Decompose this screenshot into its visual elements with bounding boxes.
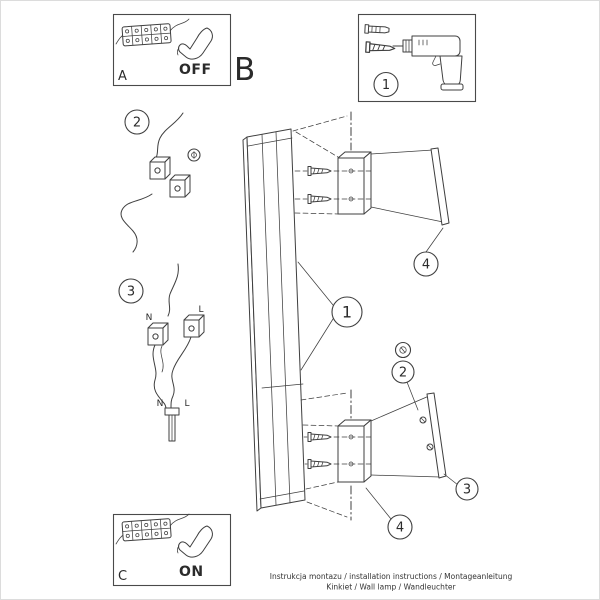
callout-bracket-bottom-number: 4 [396, 521, 404, 536]
section-b-label: B [234, 52, 255, 88]
hand-icon [176, 27, 213, 60]
leader-line [300, 318, 334, 371]
lamp-assembly: 1 4 2 3 4 [242, 111, 479, 540]
leader-line [365, 487, 392, 520]
callout-circle-step2 [124, 109, 150, 135]
wire-label-n-lower: N [157, 399, 164, 409]
hand-icon [176, 525, 213, 558]
wire [170, 336, 192, 409]
panel-c-frame [112, 513, 232, 587]
cable [120, 193, 153, 253]
leader-line [297, 261, 334, 306]
panel-c-switch-label: ON [179, 564, 204, 580]
callout-circle-step3 [118, 278, 144, 304]
lamp-body [242, 128, 306, 512]
callout-circle-lamp [331, 296, 363, 328]
callout-circle-plate [455, 477, 479, 501]
callout-screws-number: 2 [399, 366, 407, 381]
cable [167, 263, 179, 317]
leader-line [443, 473, 459, 486]
power-cord [169, 513, 190, 527]
mounting-screw [307, 459, 332, 469]
mounting-screw [307, 166, 332, 176]
wall-plug-icon [364, 24, 390, 35]
wire-label-n-upper: N [146, 313, 153, 323]
leader-line [406, 381, 419, 411]
wire-label-l-lower: L [184, 399, 189, 409]
tools-panel-frame [357, 13, 477, 103]
connector-cube [149, 156, 171, 180]
panel-a: A OFF [112, 13, 232, 87]
callout-circle-bracket-bottom [387, 514, 413, 540]
power-cord [169, 18, 190, 32]
cable [155, 112, 184, 159]
panel-a-frame [112, 13, 232, 87]
callout-circle-tools [373, 71, 399, 98]
wall-line [370, 395, 430, 422]
footer-line2: Kinkiet / Wall lamp / Wandleuchter [326, 583, 456, 592]
panel-a-switch-label: OFF [179, 62, 212, 78]
connector-cube [147, 322, 169, 346]
screw-icon [365, 41, 396, 55]
callout-bracket-top-number: 4 [422, 258, 430, 273]
wire [152, 344, 167, 410]
screw-head-icon [394, 341, 412, 359]
leader-line [425, 227, 444, 253]
panel-c: C ON [112, 513, 232, 587]
panel-c-letter: C [118, 569, 127, 584]
step-3: 3 N L N L [118, 263, 205, 442]
step-2: 2 [120, 109, 201, 253]
mounting-screw [307, 194, 332, 204]
wall-rail-top [430, 147, 450, 226]
terminal-strip-icon [121, 518, 172, 542]
wall-rail-bottom [426, 392, 447, 479]
wall-line [370, 474, 441, 478]
footer-line1: Instrukcja montazu / installation instru… [270, 572, 513, 581]
tools-step-number: 1 [382, 78, 390, 93]
projection-lines [292, 115, 348, 518]
wire [160, 345, 164, 373]
drill-icon [392, 35, 464, 91]
connector-cube [169, 174, 191, 198]
tools-panel: 1 [357, 13, 477, 103]
terminal-strip-icon [121, 23, 172, 47]
callout-circle-bracket-top [413, 251, 439, 277]
panel-a-letter: A [118, 69, 127, 84]
step3-number: 3 [127, 285, 135, 300]
wire-label-l-upper: L [198, 305, 203, 315]
step2-number: 2 [133, 116, 141, 131]
screw-head-icon [187, 148, 201, 162]
connector-cube [183, 314, 205, 338]
wall-line [370, 149, 434, 155]
callout-plate-number: 3 [463, 483, 471, 498]
terminal-pin [164, 407, 180, 442]
mounting-bracket-top [337, 151, 372, 215]
callout-circle-screws [391, 360, 415, 384]
callout-lamp-number: 1 [342, 303, 352, 322]
mounting-screw [307, 432, 332, 442]
wall-line [370, 206, 444, 223]
rail-screw-heads [419, 416, 434, 451]
mounting-bracket-bottom [337, 419, 372, 483]
